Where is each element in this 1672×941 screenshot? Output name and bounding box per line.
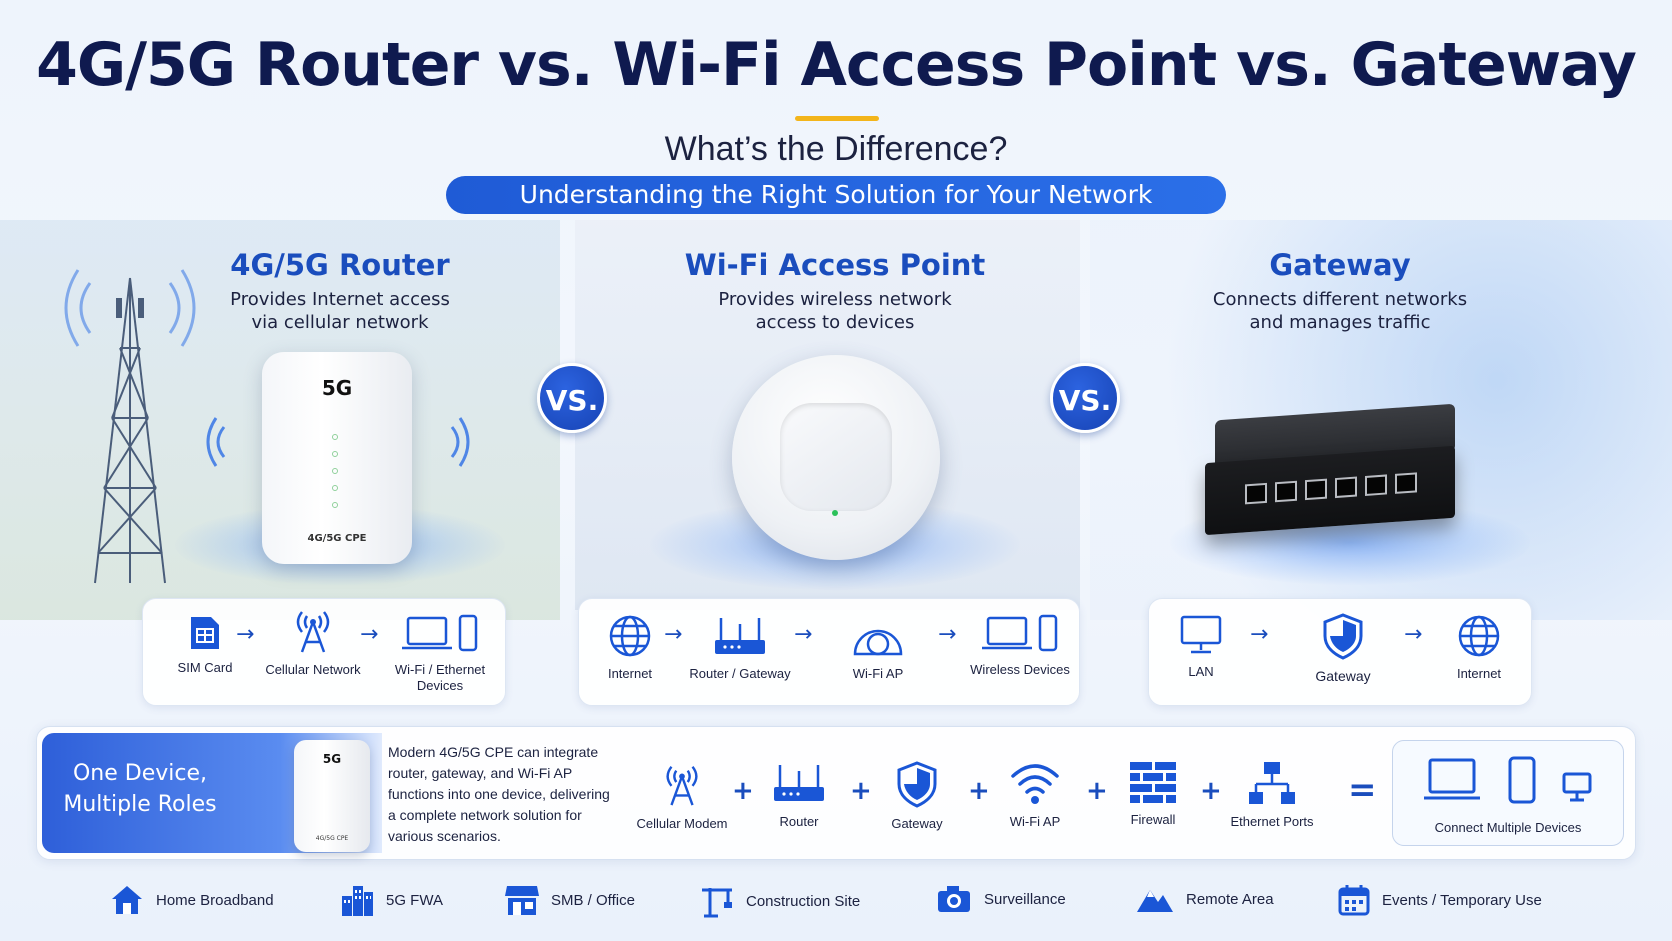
scenario-home-broadband: Home Broadband <box>110 884 274 916</box>
5g-router-device: 5G 4G/5G CPE <box>262 352 412 564</box>
flow-cellular-network: Cellular Network <box>258 606 368 678</box>
flow-arrow: → <box>360 622 379 647</box>
role-firewall: Firewall <box>1116 760 1190 827</box>
flow-arrow: → <box>794 622 813 647</box>
shield-icon <box>897 761 937 808</box>
connect-devices-label: Connect Multiple Devices <box>1434 820 1582 835</box>
globe-icon <box>609 615 651 657</box>
roles-description: Modern 4G/5G CPE can integrate router, g… <box>388 744 610 844</box>
flow-gateway: Gateway <box>1298 612 1388 684</box>
signal-waves-icon <box>206 417 226 467</box>
flow-lan: LAN <box>1168 614 1234 680</box>
flow-arrow: → <box>1404 622 1423 647</box>
store-icon <box>505 886 539 915</box>
title-underline <box>795 116 879 121</box>
mountain-icon <box>1137 890 1173 912</box>
flow-wifi-ap: Wi-Fi AP <box>816 614 940 682</box>
cell-tower-icon <box>666 766 698 806</box>
vs-badge-2: VS. <box>1050 363 1120 433</box>
flow-router-gateway: Router / Gateway <box>680 614 800 682</box>
subtitle-banner: Understanding the Right Solution for You… <box>446 176 1226 214</box>
network-ports-icon <box>1249 762 1295 804</box>
sim-card-icon <box>191 617 219 649</box>
plus-sign: + <box>850 776 872 806</box>
plus-sign: + <box>732 776 754 806</box>
scenario-surveillance: Surveillance <box>936 884 1066 914</box>
cell-tower-icon <box>296 611 330 653</box>
gateway-device <box>1205 403 1467 561</box>
camera-icon <box>938 886 970 912</box>
ap-flow-card <box>578 598 1080 706</box>
flow-sim-card: SIM Card <box>155 614 255 676</box>
flow-internet: Internet <box>588 614 672 682</box>
router-icon <box>715 618 765 654</box>
role-wifi-ap: Wi-Fi AP <box>998 760 1072 829</box>
laptop-phone-icon <box>402 614 478 652</box>
role-cellular-modem: Cellular Modem <box>630 760 734 831</box>
home-icon <box>112 886 142 914</box>
scenario-events: Events / Temporary Use <box>1338 884 1542 916</box>
page-subtitle: What’s the Difference? <box>664 130 1008 168</box>
globe-icon <box>1458 615 1500 657</box>
flow-wireless-devices: Wireless Devices <box>962 614 1078 678</box>
scenario-5g-fwa: 5G FWA <box>340 884 443 916</box>
role-gateway: Gateway <box>880 760 954 831</box>
flow-arrow: → <box>236 622 255 647</box>
scenario-remote-area: Remote Area <box>1136 884 1274 914</box>
scenario-construction-site: Construction Site <box>700 884 860 918</box>
role-router: Router <box>764 760 834 829</box>
crane-icon <box>702 888 732 918</box>
calendar-icon <box>1338 885 1370 916</box>
flow-internet-gateway: Internet <box>1440 614 1518 682</box>
buildings-icon <box>342 886 373 916</box>
plus-sign: + <box>1086 776 1108 806</box>
cell-tower-illustration <box>64 269 196 584</box>
flow-arrow: → <box>664 622 683 647</box>
plus-sign: + <box>1200 776 1222 806</box>
gateway-title: Gateway <box>1269 248 1411 282</box>
cpe-device-image: 5G 4G/5G CPE <box>294 740 370 852</box>
signal-waves-icon <box>450 417 470 467</box>
scenario-smb-office: SMB / Office <box>505 884 635 916</box>
router-icon <box>774 765 824 801</box>
vs-badge-1: VS. <box>537 363 607 433</box>
shield-icon <box>1323 613 1363 660</box>
devices-icon <box>1424 756 1592 804</box>
ap-title: Wi-Fi Access Point <box>684 248 986 282</box>
laptop-phone-icon <box>982 614 1058 652</box>
firewall-icon <box>1130 762 1176 803</box>
flow-arrow: → <box>938 622 957 647</box>
plus-sign: + <box>968 776 990 806</box>
monitor-icon <box>1180 615 1222 654</box>
access-point-icon <box>853 629 903 656</box>
roles-title: One Device,Multiple Roles <box>63 761 217 817</box>
flow-arrow: → <box>1250 622 1269 647</box>
equals-sign: = <box>1348 770 1377 810</box>
role-ethernet-ports: Ethernet Ports <box>1222 760 1322 829</box>
router-title: 4G/5G Router <box>230 248 450 282</box>
page-title: 4G/5G Router vs. Wi-Fi Access Point vs. … <box>36 30 1637 100</box>
wifi-icon <box>1011 764 1059 804</box>
access-point-device <box>732 355 940 560</box>
